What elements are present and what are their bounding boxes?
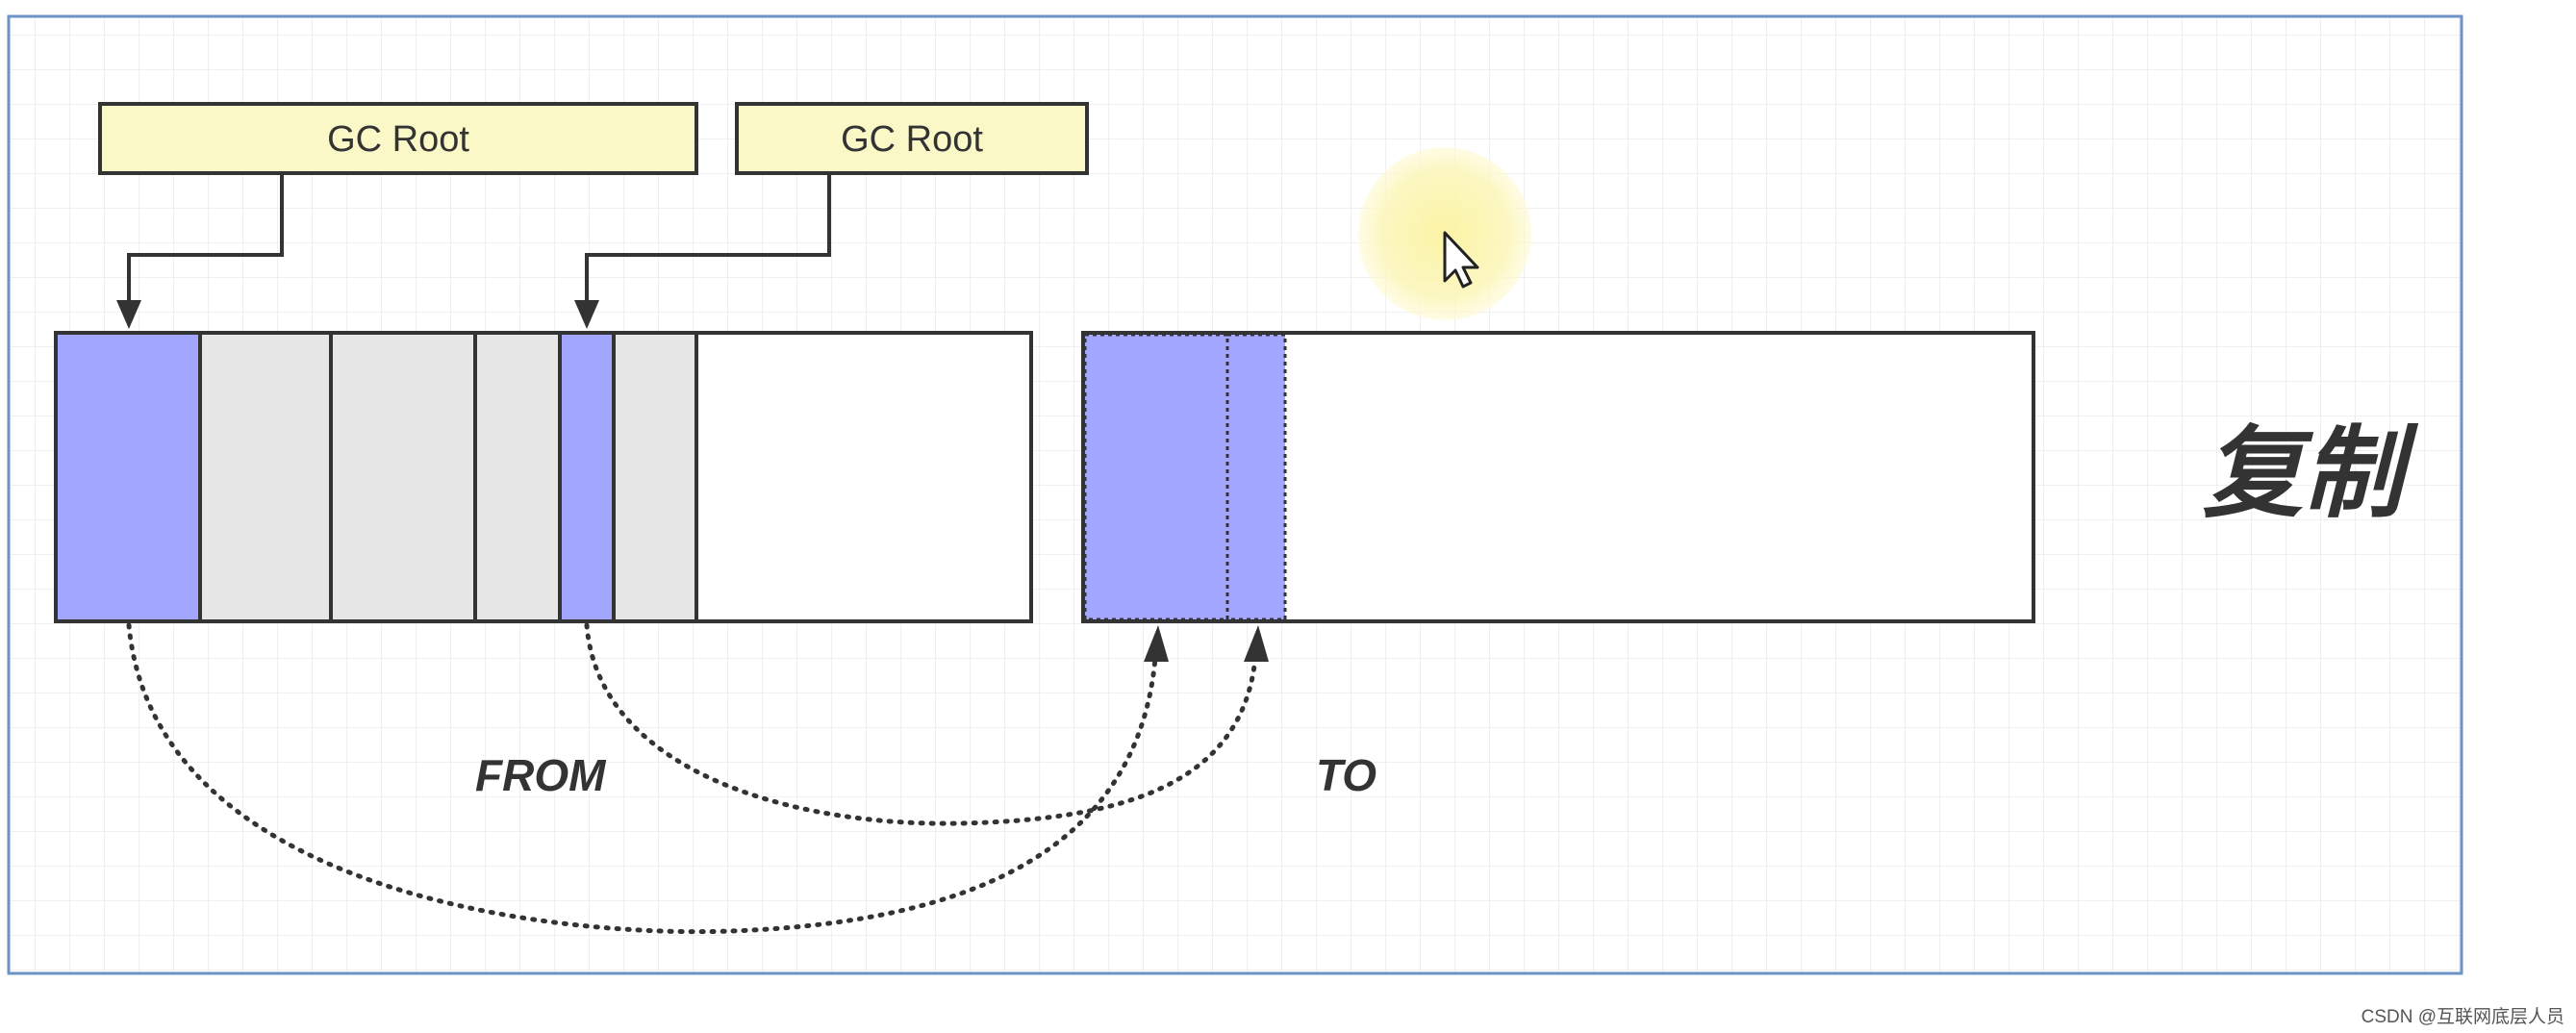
from-space: [54, 331, 1033, 623]
from-live-object-2: [558, 331, 616, 623]
to-space: [1081, 331, 2035, 623]
mouse-pointer-icon: [1443, 231, 1479, 289]
gc-root-2: GC Root: [735, 102, 1089, 175]
from-dead-object-2: [329, 331, 477, 623]
gc-root-1: GC Root: [98, 102, 698, 175]
operation-label: 复制: [2203, 415, 2419, 532]
gc-root-1-label: GC Root: [327, 119, 469, 160]
from-dead-object-4: [612, 331, 698, 623]
gc-root-2-label: GC Root: [841, 119, 983, 160]
from-live-object-1: [54, 331, 202, 623]
root-reference-arrow-1: [116, 175, 284, 329]
to-copied-object-2: [1225, 333, 1287, 621]
from-label: FROM: [475, 750, 607, 800]
from-dead-object-3: [473, 331, 562, 623]
watermark: CSDN @互联网底层人员: [2361, 1006, 2564, 1027]
to-label: TO: [1316, 750, 1376, 800]
copy-arrow-2: [584, 622, 1269, 826]
copy-arrow-1: [126, 622, 1169, 935]
root-reference-arrow-2: [574, 175, 831, 329]
canvas-frame: [7, 14, 2463, 975]
to-copied-object-1: [1083, 333, 1229, 621]
from-dead-object-1: [198, 331, 333, 623]
